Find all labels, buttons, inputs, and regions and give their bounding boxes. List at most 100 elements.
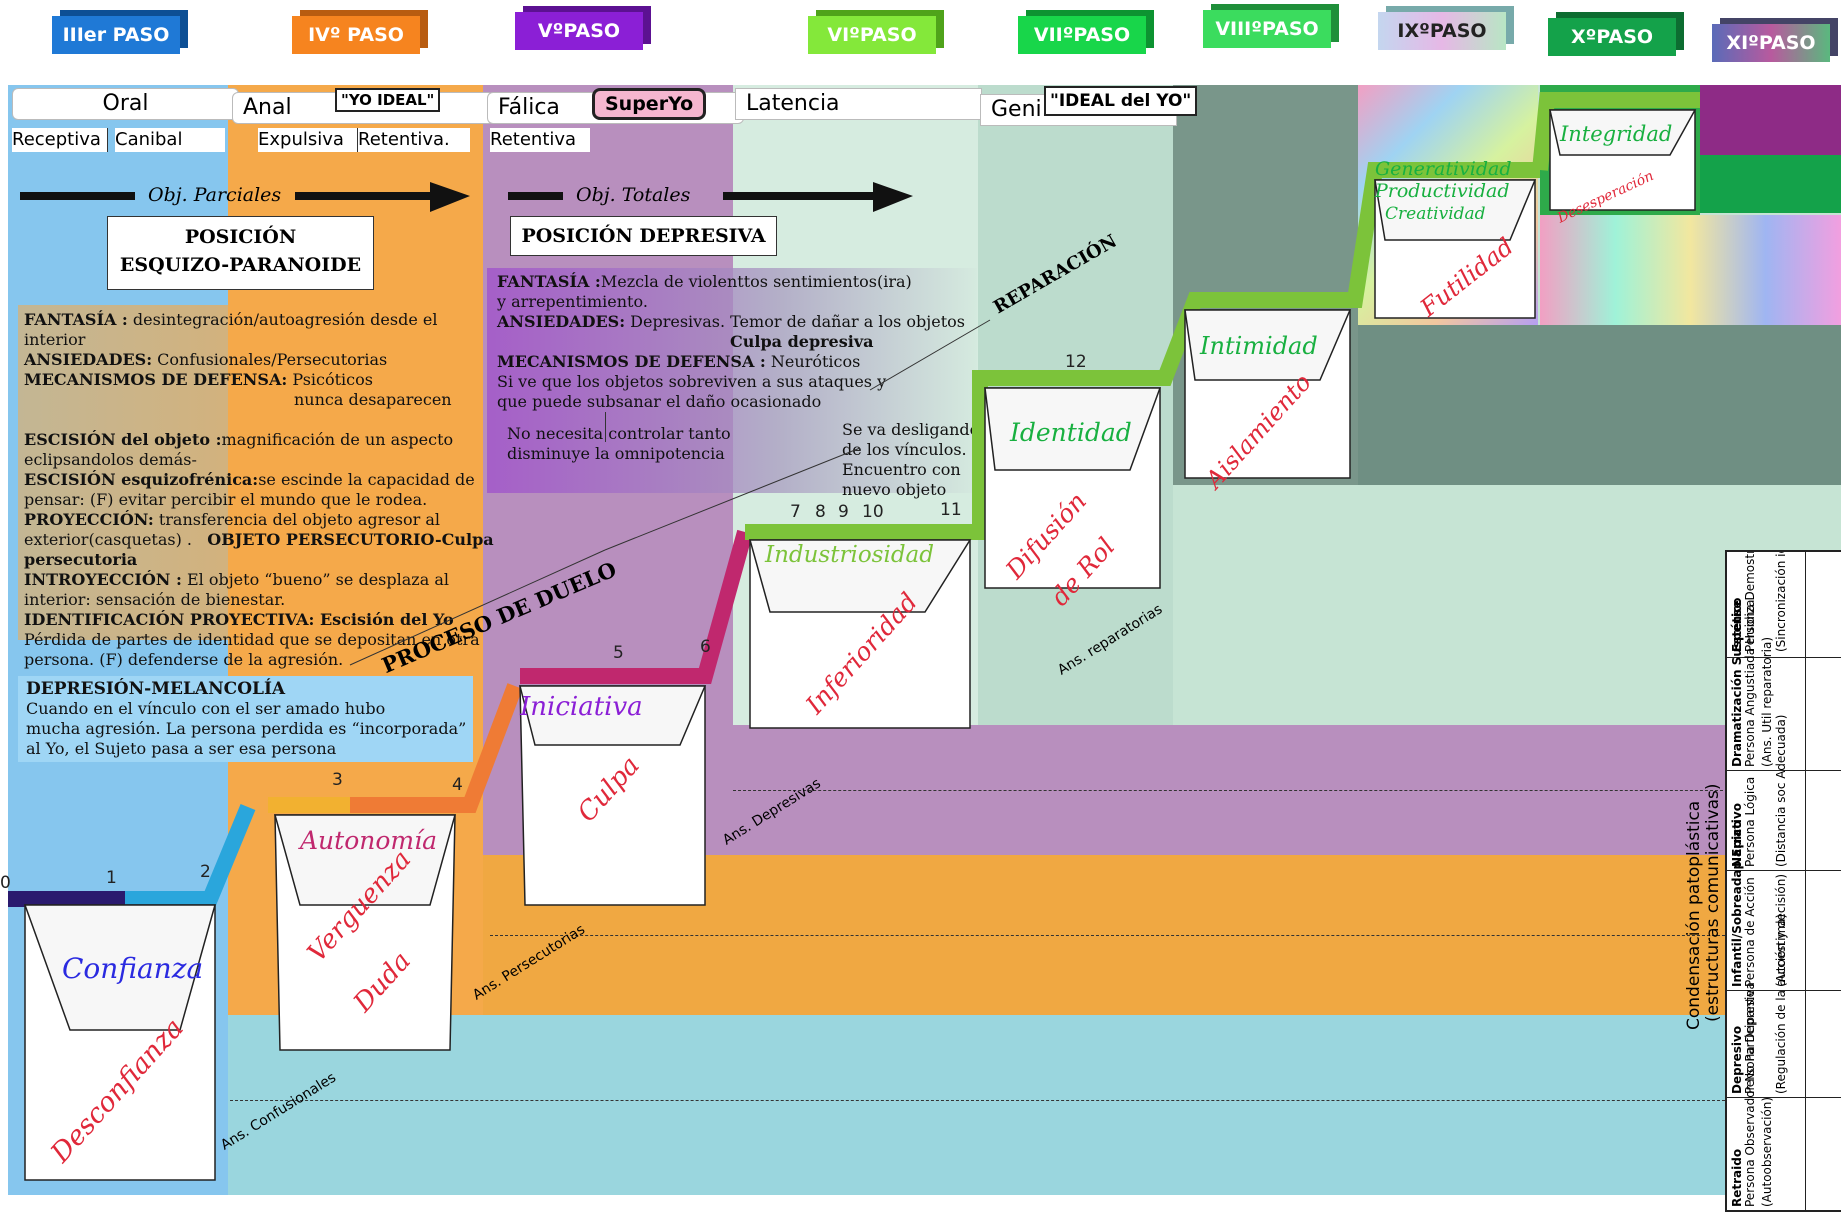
escision-key: ESCISIÓN del objeto : xyxy=(24,430,222,449)
virtue-productividad: Productividad xyxy=(1375,180,1510,202)
paso-x: XºPASO xyxy=(1548,18,1676,56)
virtue-confianza: Confianza xyxy=(62,952,204,985)
virtue-identidad: Identidad xyxy=(1010,418,1132,447)
oral-receptiva: Receptiva xyxy=(12,128,108,152)
table-cell-c2: Persona Observador No Participante xyxy=(1743,989,1757,1207)
left-text-block: FANTASÍA : desintegración/autoagresión d… xyxy=(24,310,494,670)
oral-canibal: Canibal xyxy=(115,128,225,152)
stage-latencia: Latencia xyxy=(735,88,982,120)
dash-persecutorias xyxy=(490,935,1730,936)
mid-culpa: Culpa depresiva xyxy=(730,332,874,351)
stage-oral: Oral xyxy=(12,88,239,120)
step-7: 7 xyxy=(790,502,801,522)
table-cell-c3: (Sincronización idea, acción expresión) xyxy=(1774,552,1788,652)
mosaic-x xyxy=(1540,215,1841,325)
mid-fantasia-value2: y arrepentimiento. xyxy=(497,292,648,311)
dark-area-right xyxy=(1358,325,1841,485)
xi-purple xyxy=(1700,85,1841,155)
paso-iv: IVº PASO xyxy=(292,16,420,54)
step-0: 0 xyxy=(0,873,11,893)
table-divider xyxy=(1727,1097,1841,1098)
virtue-autonomia: Autonomía xyxy=(300,826,438,855)
condensacion-label: Condensación patoplástica (estructuras c… xyxy=(1684,783,1723,1030)
table-cell-c2: Persona Angustiada Huidiza xyxy=(1743,599,1757,767)
escision-value: magnificación de un aspecto xyxy=(221,430,454,449)
superyo-label: SuperYo xyxy=(592,88,707,120)
ideal-yo-label: "IDEAL del YO" xyxy=(1044,86,1198,116)
table-cell-c2: Persona de Acción xyxy=(1743,877,1757,987)
mid-note1: No necesita controlar tanto xyxy=(507,424,731,443)
condensacion-line2: (estructuras comunicativas) xyxy=(1703,783,1723,1022)
table-row-suspense: Dramatización Suspense Persona Angustiad… xyxy=(1730,599,1774,767)
paso-v: VºPASO xyxy=(515,12,643,50)
desliga-line2: de los vínculos. xyxy=(842,440,967,459)
step-6: 6 xyxy=(700,637,711,657)
fantasia-key: FANTASÍA : xyxy=(24,310,128,329)
mid-fantasia-key: FANTASÍA : xyxy=(497,272,601,291)
virtue-creatividad: Creatividad xyxy=(1385,204,1486,224)
virtue-iniciativa: Iniciativa xyxy=(520,692,643,722)
proyeccion-value2: exterior(casquetas) . xyxy=(24,530,192,549)
connector-vertical xyxy=(605,412,606,442)
mecanismos-key: MECANISMOS DE DEFENSA: xyxy=(24,370,288,389)
depresion-text: DEPRESIÓN-MELANCOLÍA Cuando en el víncul… xyxy=(26,679,486,759)
obj-parciales-arrow xyxy=(20,182,470,212)
virtue-intimidad: Intimidad xyxy=(1200,332,1318,360)
posicion-esquizo-box: POSICIÓN ESQUIZO-PARANOIDE xyxy=(107,216,374,290)
paso-iii: IIIer PASO xyxy=(52,16,180,54)
virtue-integridad: Integridad xyxy=(1560,122,1673,146)
paso-xi: XIºPASO xyxy=(1712,24,1830,62)
table-divider xyxy=(1727,870,1841,871)
paso-ix: IXºPASO xyxy=(1378,12,1506,50)
objeto-persecutorio: OBJETO PERSECUTORIO-Culpa persecutoria xyxy=(24,530,494,569)
step-10: 10 xyxy=(862,502,884,522)
xi-green xyxy=(1700,155,1841,213)
table-divider xyxy=(1727,990,1841,991)
mid-mecanismos-key: MECANISMOS DE DEFENSA : xyxy=(497,352,766,371)
depresion-box xyxy=(18,676,473,762)
posicion-line2: ESQUIZO-PARANOIDE xyxy=(119,254,362,276)
mid-mecanismos-value: Neuróticos xyxy=(765,352,861,371)
communication-table: Estético Persona Demostrativa (Sincroniz… xyxy=(1725,550,1841,1212)
table-divider xyxy=(1727,770,1841,771)
anal-expulsiva: Expulsiva xyxy=(258,128,358,152)
table-cell-c2: Persona Lógica xyxy=(1743,776,1757,867)
anal-retentiva: Retentiva. xyxy=(358,128,470,152)
table-cell-c3: (Autoobservación) xyxy=(1760,1096,1774,1207)
table-cell-c3: (Regulación de la autoestima) xyxy=(1774,913,1788,1094)
proyeccion-value: transferencia del objeto agresor al xyxy=(153,510,440,529)
esquizo-value2: pensar: (F) evitar percibir el mundo que… xyxy=(24,490,428,509)
step-8: 8 xyxy=(815,502,826,522)
introyeccion-key: INTROYECCIÓN : xyxy=(24,570,182,589)
yo-ideal-label: "YO IDEAL" xyxy=(335,88,441,112)
band-confusionales xyxy=(228,1015,1841,1195)
paso-viii: VIIIºPASO xyxy=(1203,10,1331,48)
condensacion-line1: Condensación patoplástica xyxy=(1684,800,1704,1030)
desliga-line3: Encuentro con xyxy=(842,460,961,479)
mid-fantasia-value: Mezcla de violenttos sentimientos(ira) xyxy=(600,272,912,291)
identificacion-key: IDENTIFICACIÓN PROYECTIVA: Escisión del … xyxy=(24,610,454,629)
step-5: 5 xyxy=(613,643,624,663)
table-col-divider xyxy=(1805,552,1806,1210)
obj-totales-label: Obj. Totales xyxy=(576,184,691,206)
desliga-line1: Se va desligando xyxy=(842,420,980,439)
table-divider xyxy=(1727,657,1841,658)
esquizo-value: se escinde la capacidad de xyxy=(258,470,475,489)
table-row-epico: Infantil/Sobreadap Epico Persona de Acci… xyxy=(1730,820,1788,987)
mecanismos-value: Psicóticos xyxy=(287,370,373,389)
step-9: 9 xyxy=(838,502,849,522)
table-cell-c3: (Ans. Util reparatoria) xyxy=(1760,636,1774,767)
falica-retentiva: Retentiva xyxy=(490,128,590,152)
posicion-depresiva-box: POSICIÓN DEPRESIVA xyxy=(510,216,777,256)
paso-vii: VIIºPASO xyxy=(1018,16,1146,54)
mecanismos-value2: nunca desaparecen xyxy=(294,390,452,409)
escision-value2: eclipsandolos demás- xyxy=(24,450,197,469)
virtue-industriosidad: Industriosidad xyxy=(765,542,934,568)
step-1: 1 xyxy=(106,868,117,888)
dash-confusionales xyxy=(230,1100,1730,1101)
mid-line2: que puede subsanar el daño ocasionado xyxy=(497,392,822,411)
ansiedades-key: ANSIEDADES: xyxy=(24,350,153,369)
ansiedades-value: Confusionales/Persecutorias xyxy=(152,350,388,369)
